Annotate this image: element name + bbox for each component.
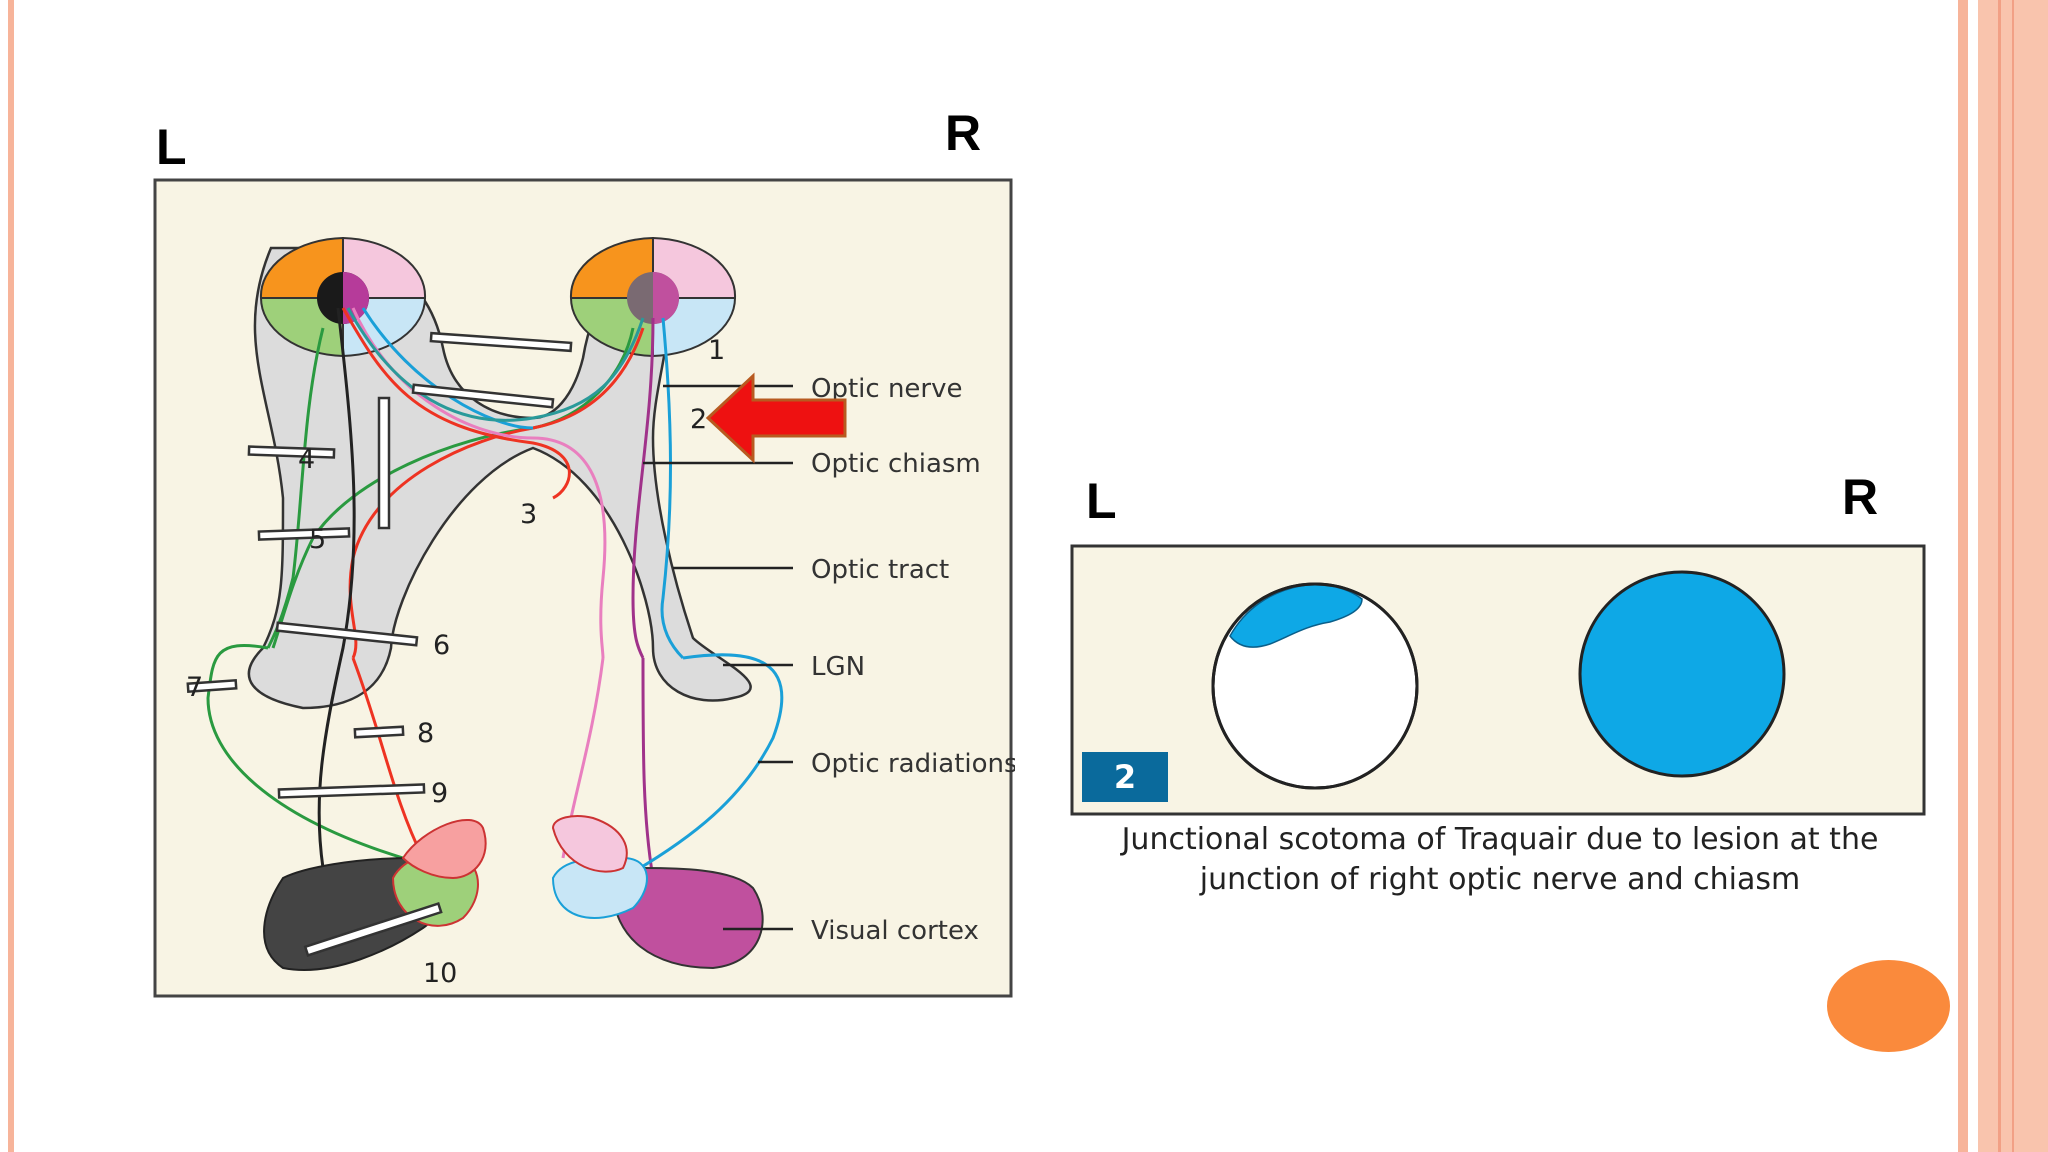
slide-left-border — [8, 0, 14, 1152]
lesion-number-8: 8 — [417, 718, 434, 749]
lesion-bar-5 — [257, 527, 351, 541]
label-optic-radiations: Optic radiations — [811, 749, 1015, 779]
lesion-number-7: 7 — [186, 672, 203, 703]
label-visual-cortex: Visual cortex — [811, 916, 979, 946]
slide-right-line — [1998, 0, 2001, 1152]
left-eye-visual-field — [1211, 582, 1419, 790]
lesion-number-2: 2 — [690, 404, 707, 435]
left-visual-cortex — [263, 818, 487, 971]
lesion-bar-4 — [247, 445, 336, 459]
lesion-number-6: 6 — [433, 630, 450, 661]
lesion-numbers: 1 2 3 4 5 6 7 8 9 10 — [186, 335, 725, 989]
lesion-bar-3 — [377, 396, 391, 530]
field-panel-frame — [1070, 544, 1926, 816]
left-eye — [259, 236, 427, 358]
lesion-bar-2 — [411, 383, 555, 409]
slide-right-line — [2012, 0, 2014, 1152]
visual-field-panel: 2 — [1070, 544, 1926, 816]
slide-right-band — [1958, 0, 1968, 1152]
lesion-number-4: 4 — [298, 444, 315, 475]
label-optic-chiasm: Optic chiasm — [811, 449, 981, 479]
lesion-number-1: 1 — [708, 335, 725, 366]
lesion-bar-1 — [429, 331, 573, 353]
lesion-bar-7 — [186, 679, 238, 693]
orange-dot-icon — [1827, 960, 1950, 1052]
visual-pathway-diagram: 1 2 3 4 5 6 7 8 9 10 Optic nerve Optic c… — [153, 178, 1015, 998]
caption-line-2: junction of right optic nerve and chiasm — [1199, 862, 1801, 897]
panel-badge — [1082, 752, 1168, 802]
left-panel-side-right: R — [945, 105, 982, 161]
lesion-number-5: 5 — [309, 524, 326, 555]
caption-line-1: Junctional scotoma of Traquair due to le… — [1121, 822, 1879, 857]
lesion-bar-9 — [277, 783, 426, 799]
right-visual-cortex — [551, 815, 764, 970]
lesion-bar-8 — [353, 725, 405, 739]
lesion-markers — [186, 331, 573, 957]
lesion-bar-6 — [275, 621, 419, 647]
lesion-bar-10 — [303, 901, 443, 957]
label-lgn: LGN — [811, 652, 865, 682]
right-eye — [569, 236, 737, 358]
right-panel-side-left: L — [1086, 473, 1117, 529]
visual-field-caption: Junctional scotoma of Traquair due to le… — [1070, 820, 1930, 900]
right-panel-side-right: R — [1842, 469, 1879, 525]
lesion-number-3: 3 — [520, 499, 537, 530]
right-eye-visual-field — [1578, 570, 1786, 778]
left-panel-side-left: L — [156, 119, 187, 175]
lesion-number-9: 9 — [431, 778, 448, 809]
label-leader-lines — [643, 384, 793, 931]
left-arrow-icon — [705, 372, 847, 464]
panel-badge-number: 2 — [1114, 758, 1136, 796]
lesion-number-10: 10 — [423, 958, 457, 989]
pathway-outline — [247, 246, 752, 710]
label-optic-tract: Optic tract — [811, 555, 949, 585]
